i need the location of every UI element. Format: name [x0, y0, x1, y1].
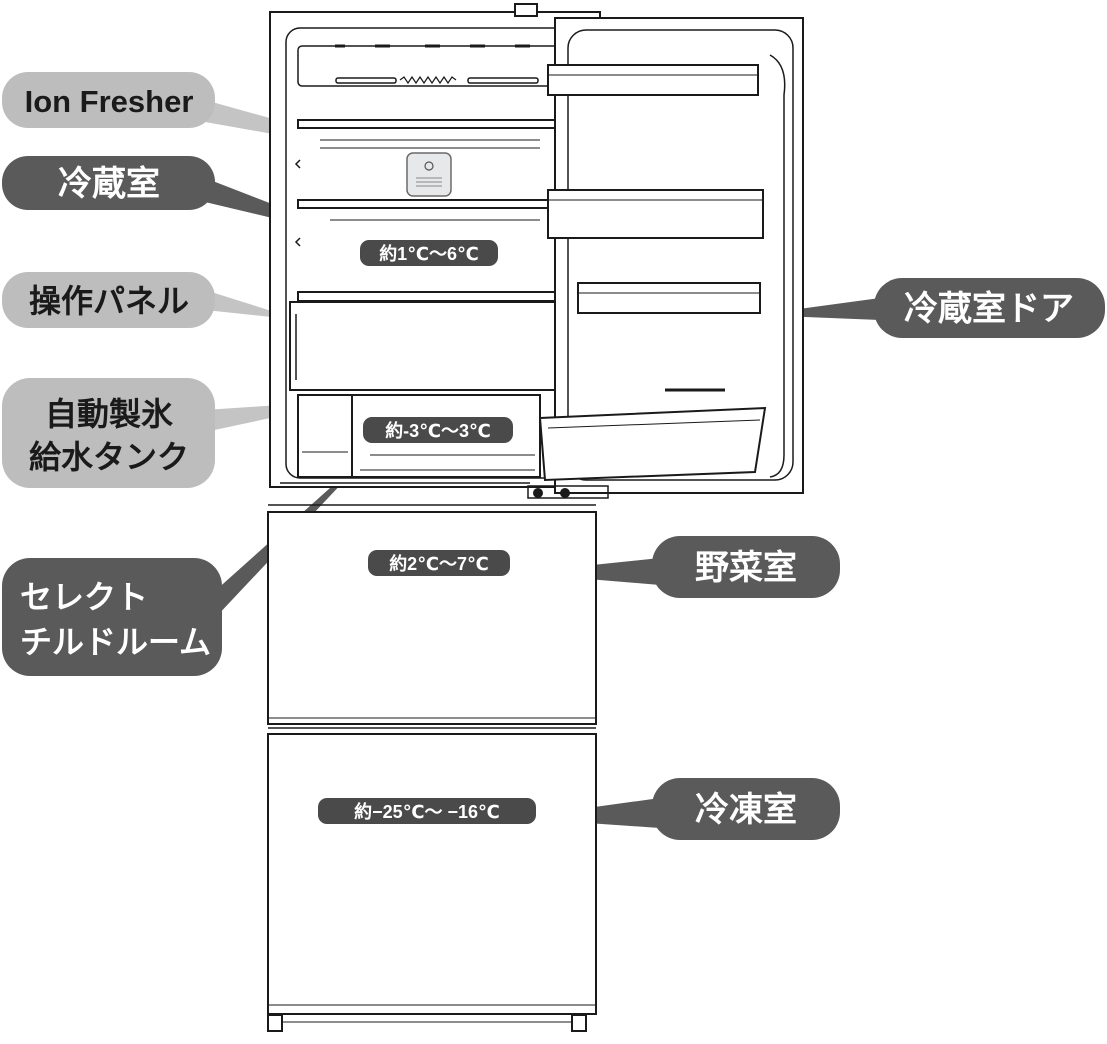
foot-right: [571, 1014, 587, 1032]
ion-fresher-device: [406, 152, 452, 197]
callout-ion-fresher: Ion Fresher: [2, 72, 215, 128]
callout-ice-tank: 自動製氷 給水タンク: [2, 378, 215, 488]
callout-ice-tank-line1: 自動製氷: [45, 396, 174, 432]
temp-badge-fridge: 約1℃〜6℃: [360, 240, 498, 266]
callout-vegetable: 野菜室: [652, 536, 840, 598]
control-panel-box: [289, 301, 561, 391]
temp-fridge-text: 約1℃〜6℃: [379, 243, 479, 264]
freezer-drawer: [267, 733, 597, 1015]
callout-fridge: 冷蔵室: [2, 156, 215, 210]
callout-select-line2: チルドルーム: [20, 624, 211, 660]
temp-badge-chilled: 約-3℃〜3℃: [363, 417, 513, 443]
temp-badge-vegetable: 約2℃〜7℃: [368, 550, 510, 576]
temp-freezer-text: 約−25℃〜 −16℃: [354, 801, 500, 822]
callout-fridge-label: 冷蔵室: [58, 164, 160, 203]
callout-control-panel-label: 操作パネル: [29, 283, 189, 319]
callout-ice-tank-line2: 給水タンク: [29, 439, 189, 475]
top-hinge: [514, 3, 538, 17]
callout-control-panel: 操作パネル: [2, 272, 215, 328]
refrigerator: [267, 3, 804, 1032]
temperature-badges: 約1℃〜6℃ 約-3℃〜3℃ 約2℃〜7℃ 約−25℃〜 −16℃: [318, 240, 536, 824]
temp-vegetable-text: 約2℃〜7℃: [389, 553, 489, 574]
callout-freezer-label: 冷凍室: [695, 790, 797, 829]
door-pockets: [538, 64, 767, 482]
temp-chilled-text: 約-3℃〜3℃: [385, 420, 491, 441]
callouts: Ion Fresher 冷蔵室 操作パネル 自動製氷 給水タンク セレクト チル…: [2, 72, 1105, 840]
ice-tank-box: [297, 394, 354, 478]
callout-select-line1: セレクト: [20, 579, 148, 615]
callout-select-chilled: セレクト チルドルーム: [2, 558, 222, 676]
callout-door-label: 冷蔵室ドア: [904, 289, 1074, 328]
callout-ion-fresher-label: Ion Fresher: [25, 84, 194, 119]
foot-left: [267, 1014, 283, 1032]
temp-badge-freezer: 約−25℃〜 −16℃: [318, 798, 536, 824]
callout-freezer: 冷凍室: [652, 778, 840, 840]
callout-vegetable-label: 野菜室: [695, 548, 797, 587]
callout-door: 冷蔵室ドア: [874, 278, 1105, 338]
vegetable-drawer: [267, 511, 597, 725]
